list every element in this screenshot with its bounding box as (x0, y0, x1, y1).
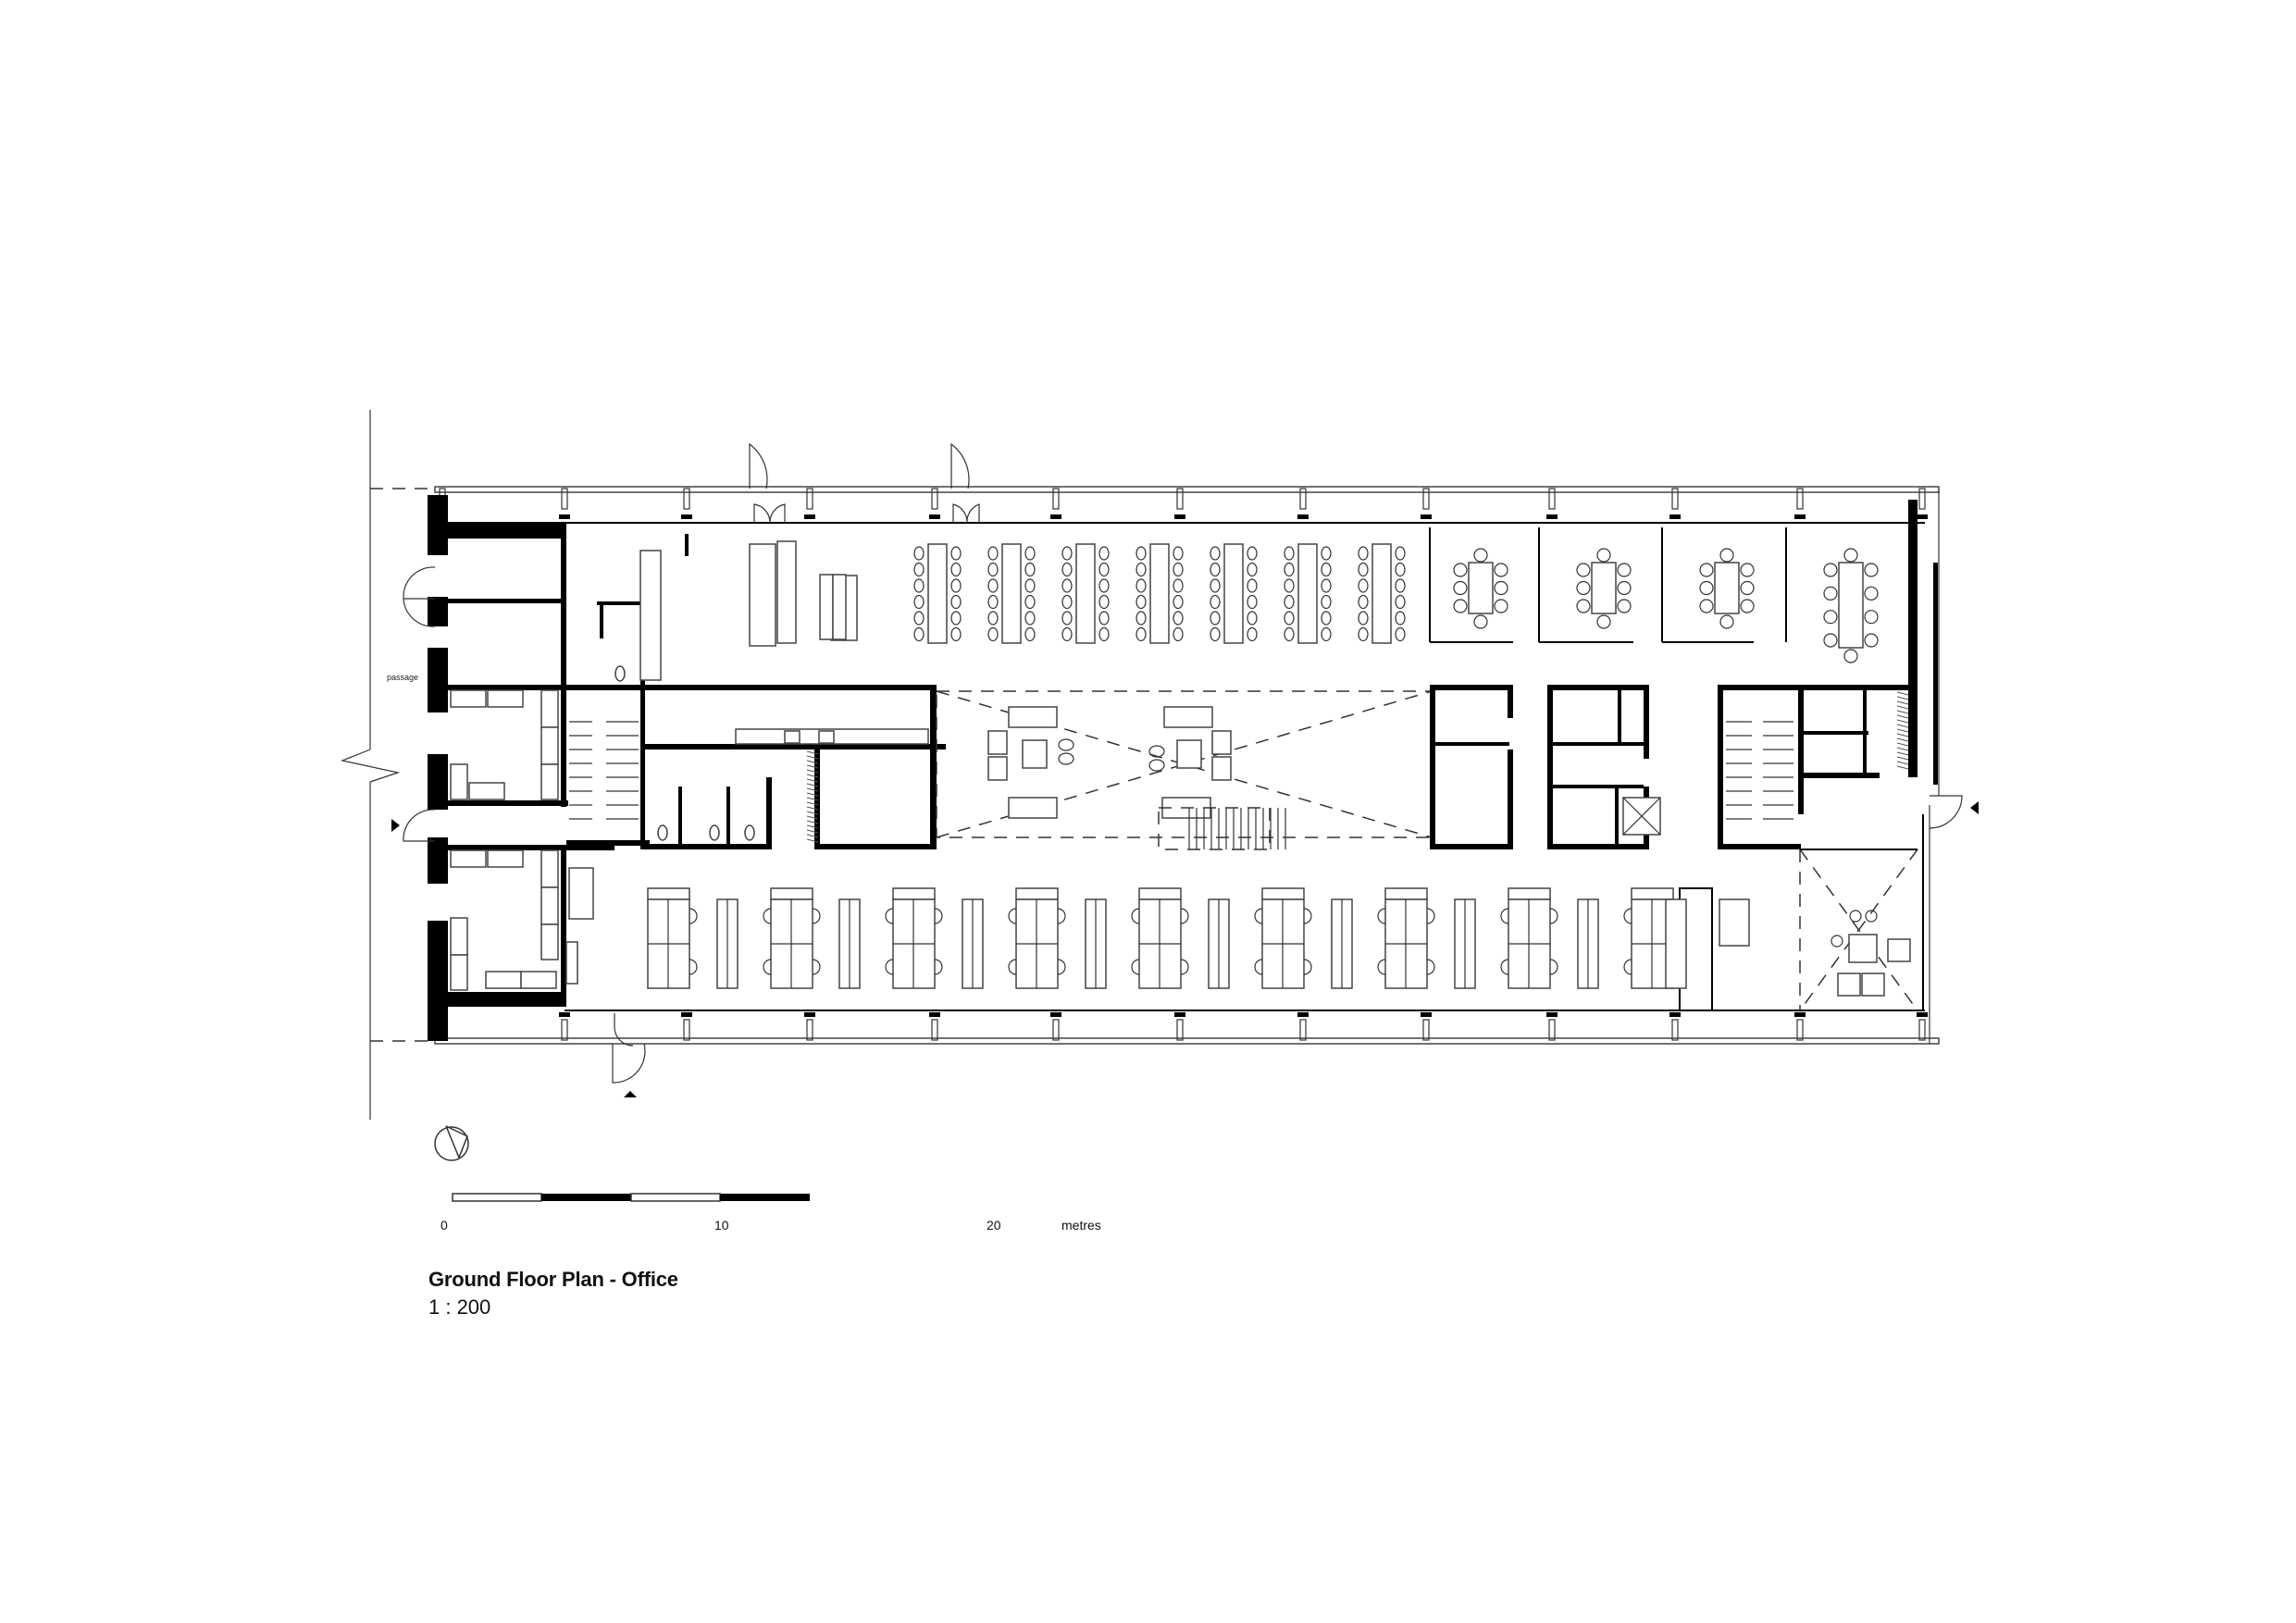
east-service-cores (1430, 500, 1917, 849)
scale-tick-10: 10 (714, 1218, 729, 1233)
drawing-title: Ground Floor Plan - Office (428, 1268, 678, 1291)
meeting-rooms (1429, 527, 1879, 663)
west-room-furniture (450, 689, 594, 991)
site-boundary (340, 410, 435, 1120)
scale-tick-0: 0 (441, 1218, 448, 1233)
west-wing-walls (428, 495, 614, 1041)
open-office (647, 887, 1687, 989)
south-entrance-marker (624, 1091, 637, 1097)
east-entrance-marker (1970, 801, 1979, 814)
scale-unit: metres (1061, 1218, 1101, 1233)
scale-bar (452, 1193, 810, 1202)
atrium (931, 685, 1433, 850)
north-arrow-icon (434, 1125, 469, 1161)
entrance-markers (391, 801, 1979, 1097)
passage-label: passage (387, 673, 419, 682)
doors (403, 442, 1963, 1084)
drawing-scale: 1 : 200 (428, 1295, 491, 1319)
west-service-core (566, 534, 946, 849)
west-entrance-marker (391, 819, 400, 832)
reception-lounge (1679, 814, 1924, 1011)
training-room (819, 543, 1406, 644)
scale-tick-20: 20 (987, 1218, 1001, 1233)
